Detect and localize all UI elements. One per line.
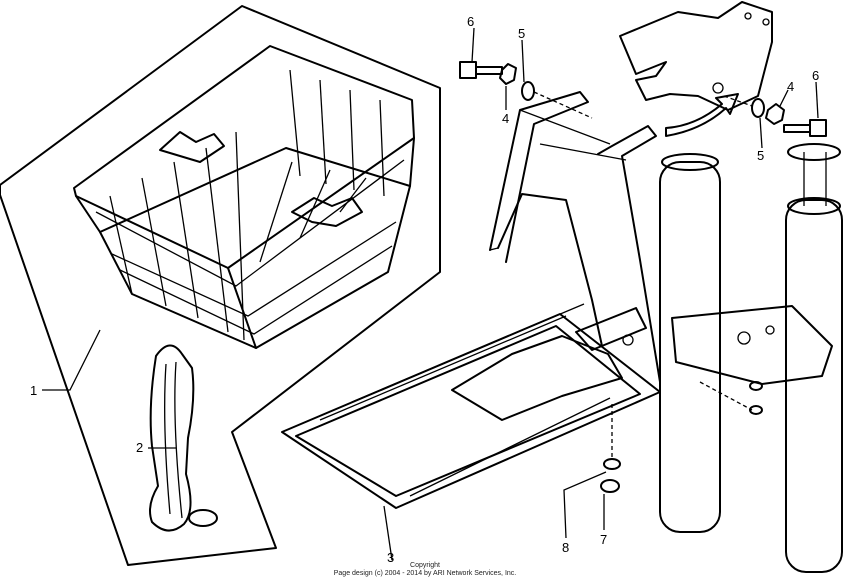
- callout-4-right: 4: [787, 79, 794, 94]
- nut-right: [765, 103, 785, 125]
- callout-6-left: 6: [467, 14, 474, 29]
- callout-5-right: 5: [757, 148, 764, 163]
- fork-tubes: [659, 143, 843, 573]
- fork-bracket: [619, 1, 773, 111]
- strap: [149, 344, 218, 532]
- wire-basket: [73, 45, 415, 349]
- callout-3: 3: [387, 550, 394, 565]
- bolt-left: [459, 61, 503, 79]
- bolt-right: [783, 119, 827, 137]
- callout-6-right: 6: [812, 68, 819, 83]
- copyright-line-2: Page design (c) 2004 - 2014 by ARI Netwo…: [333, 570, 517, 577]
- basket-group-outline: [0, 5, 441, 566]
- callout-1: 1: [30, 383, 37, 398]
- mount-arrow: [665, 93, 739, 137]
- carrier-rack: [281, 91, 661, 509]
- nut-left: [499, 63, 517, 85]
- washer-left: [521, 81, 535, 101]
- nut-lower: [600, 381, 763, 493]
- washer-right: [751, 98, 765, 118]
- callout-7: 7: [600, 532, 607, 547]
- leader-lines: [42, 27, 819, 561]
- callout-8: 8: [562, 540, 569, 555]
- callout-4-left: 4: [502, 111, 509, 126]
- copyright-line-1: Copyright: [410, 562, 440, 569]
- callout-2: 2: [136, 440, 143, 455]
- callout-5-left: 5: [518, 26, 525, 41]
